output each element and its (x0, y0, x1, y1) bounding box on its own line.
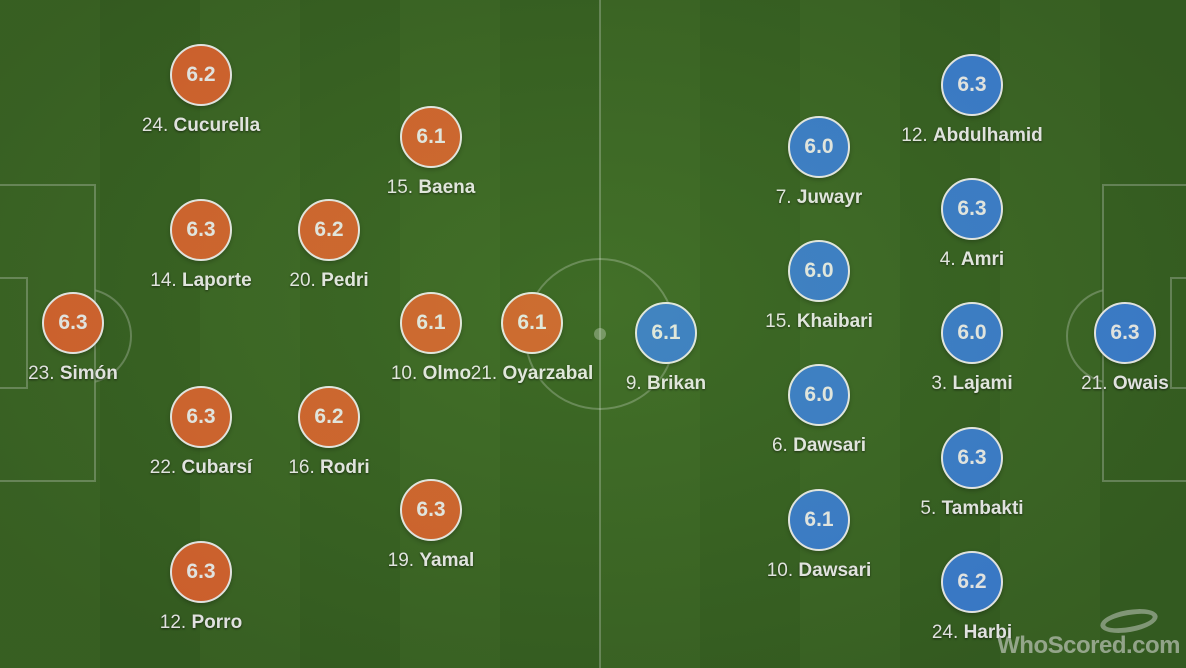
rating-badge: 6.2 (170, 44, 232, 106)
left-goal-box (0, 277, 28, 389)
rating-badge: 6.3 (1094, 302, 1156, 364)
rating-badge: 6.1 (400, 106, 462, 168)
player-label: 10. Dawsari (766, 560, 872, 581)
rating-badge: 6.0 (788, 116, 850, 178)
rating-badge: 6.1 (501, 292, 563, 354)
player-label: 7. Juwayr (775, 187, 863, 208)
rating-badge: 6.1 (400, 292, 462, 354)
player-label: 3. Lajami (931, 373, 1013, 394)
player-label: 21. Oyarzabal (470, 363, 594, 384)
rating-badge: 6.3 (170, 541, 232, 603)
player-label: 23. Simón (28, 363, 118, 384)
player-label: 5. Tambakti (920, 498, 1024, 519)
player-label: 16. Rodri (288, 457, 370, 478)
rating-badge: 6.1 (788, 489, 850, 551)
player-label: 24. Cucurella (141, 115, 261, 136)
rating-badge: 6.2 (298, 199, 360, 261)
rating-badge: 6.3 (941, 427, 1003, 489)
rating-badge: 6.0 (788, 240, 850, 302)
player-label: 4. Amri (939, 249, 1005, 270)
rating-badge: 6.2 (298, 386, 360, 448)
player-label: 14. Laporte (150, 270, 252, 291)
player-label: 22. Cubarsí (149, 457, 253, 478)
center-spot (594, 328, 606, 340)
rating-badge: 6.3 (170, 199, 232, 261)
rating-badge: 6.3 (400, 479, 462, 541)
player-label: 9. Brikan (625, 373, 707, 394)
player-label: 21. Owais (1081, 373, 1169, 394)
rating-badge: 6.3 (941, 178, 1003, 240)
player-label: 15. Baena (386, 177, 476, 198)
player-label: 15. Khaibari (765, 311, 873, 332)
player-label: 10. Olmo (390, 363, 472, 384)
player-label: 6. Dawsari (771, 435, 866, 456)
rating-badge: 6.3 (170, 386, 232, 448)
player-label: 12. Porro (159, 612, 243, 633)
rating-badge: 6.3 (941, 54, 1003, 116)
rating-badge: 6.3 (42, 292, 104, 354)
player-label: 24. Harbi (931, 622, 1013, 643)
player-label: 20. Pedri (289, 270, 369, 291)
player-label: 12. Abdulhamid (901, 125, 1043, 146)
player-label: 19. Yamal (387, 550, 475, 571)
rating-badge: 6.0 (941, 302, 1003, 364)
rating-badge: 6.1 (635, 302, 697, 364)
right-goal-box (1170, 277, 1186, 389)
whoscored-watermark: WhoScored.com (997, 632, 1180, 659)
rating-badge: 6.0 (788, 364, 850, 426)
rating-badge: 6.2 (941, 551, 1003, 613)
